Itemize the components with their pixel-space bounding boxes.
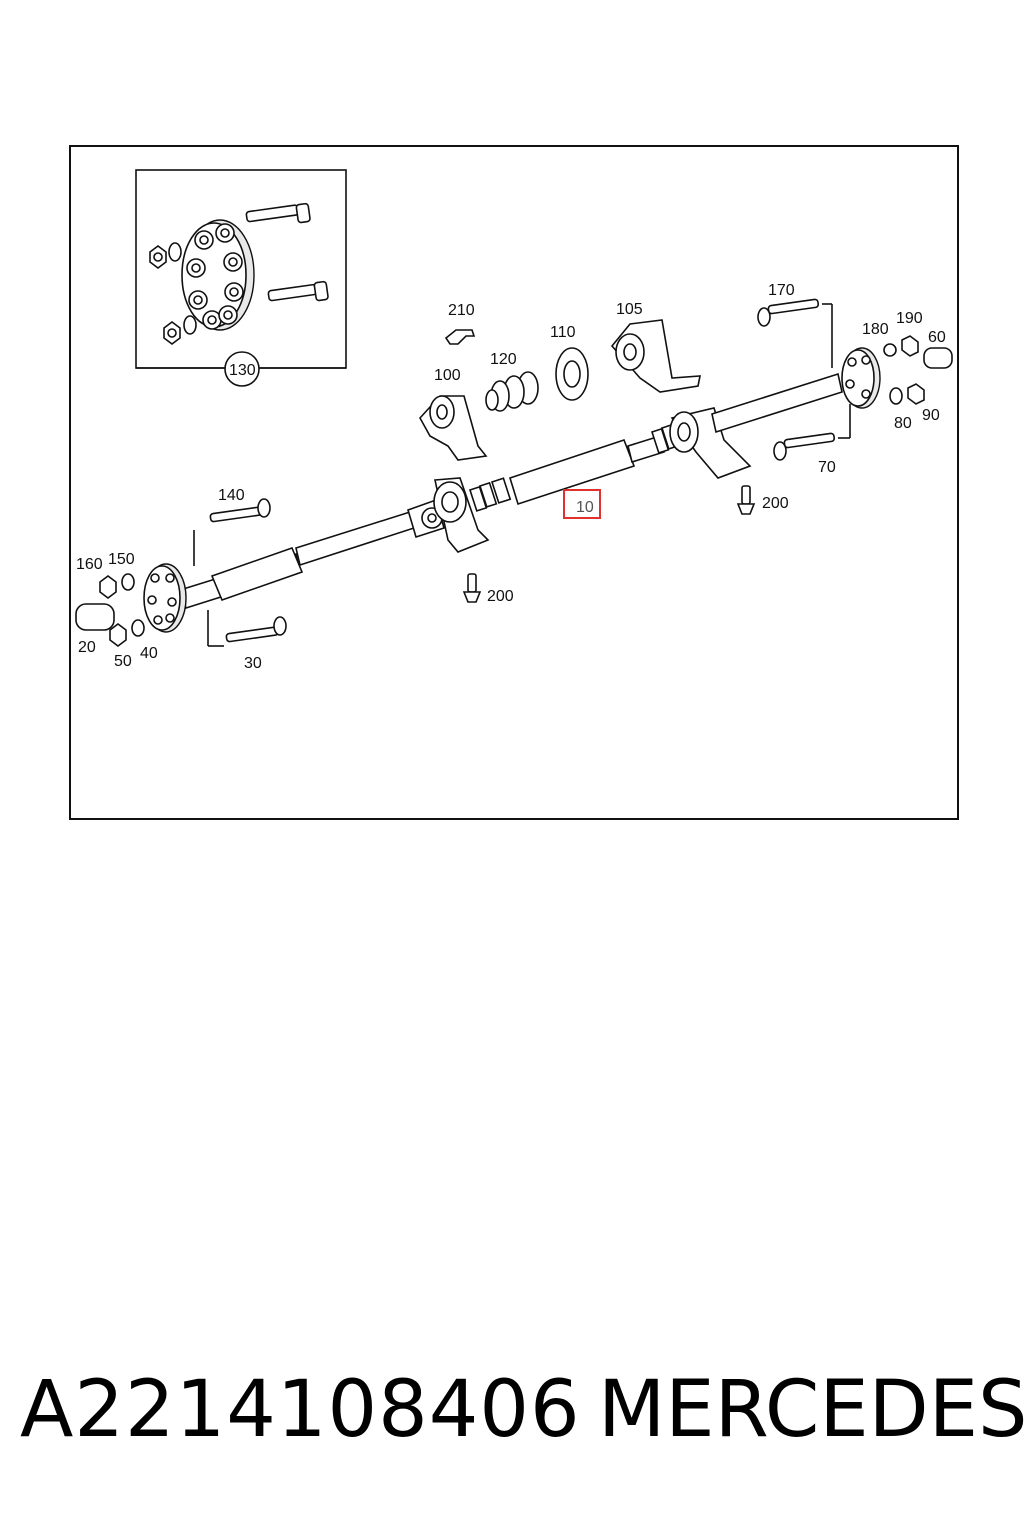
bolt-170 (767, 298, 820, 315)
washer-40 (131, 619, 145, 637)
screw-200-rear (736, 485, 756, 515)
bolt-30 (225, 626, 280, 643)
callout-180: 180 (862, 321, 889, 338)
callout-190: 190 (896, 310, 923, 327)
callout-70: 70 (818, 459, 836, 476)
part-number: A2214108406 (20, 1365, 581, 1455)
callout-80: 80 (894, 415, 912, 432)
callout-40: 40 (140, 645, 158, 662)
callout-200-rear: 200 (762, 495, 789, 512)
callout-10-highlight (563, 489, 601, 519)
sleeve-20 (75, 603, 115, 631)
clip-210 (444, 329, 476, 345)
callout-160: 160 (76, 556, 103, 573)
callout-200-front: 200 (487, 588, 514, 605)
sleeve-60 (923, 347, 953, 369)
driveshaft-assembly (143, 347, 881, 633)
front-flex-disc (143, 563, 187, 633)
callout-30: 30 (244, 655, 262, 672)
rear-flex-disc (841, 347, 881, 409)
mount-105 (610, 319, 701, 393)
callout-100: 100 (434, 367, 461, 384)
callout-10: 10 (576, 499, 594, 516)
nut-190 (901, 335, 919, 357)
footer: A2214108406 MERCEDES (0, 1365, 1024, 1475)
center-bearing-rear (669, 407, 752, 479)
callout-120: 120 (490, 351, 517, 368)
nut-50 (109, 623, 127, 647)
bearing-110 (555, 347, 589, 401)
brand-name: MERCEDES (598, 1365, 1024, 1455)
callout-210: 210 (448, 302, 475, 319)
callout-140: 140 (218, 487, 245, 504)
callout-150: 150 (108, 551, 135, 568)
nut-160 (99, 575, 117, 599)
bolt-140 (209, 506, 264, 523)
callout-60: 60 (928, 329, 946, 346)
boot-120 (485, 371, 539, 412)
diagram-frame (69, 145, 959, 820)
washer-180 (883, 343, 897, 357)
flex-disc-inset (149, 202, 329, 345)
washer-150 (121, 573, 135, 591)
callout-110: 110 (550, 324, 576, 341)
callout-90: 90 (922, 407, 940, 424)
callout-105: 105 (616, 301, 643, 318)
mount-100 (419, 395, 488, 461)
nut-90 (907, 383, 925, 405)
callout-170: 170 (768, 282, 795, 299)
center-bearing-front (433, 477, 490, 553)
screw-200-front (462, 573, 482, 603)
bolt-70 (783, 432, 836, 449)
callout-20: 20 (78, 639, 96, 656)
callout-130: 130 (229, 362, 256, 379)
callout-50: 50 (114, 653, 132, 670)
callout-130-circle (224, 351, 260, 387)
washer-80 (889, 387, 903, 405)
